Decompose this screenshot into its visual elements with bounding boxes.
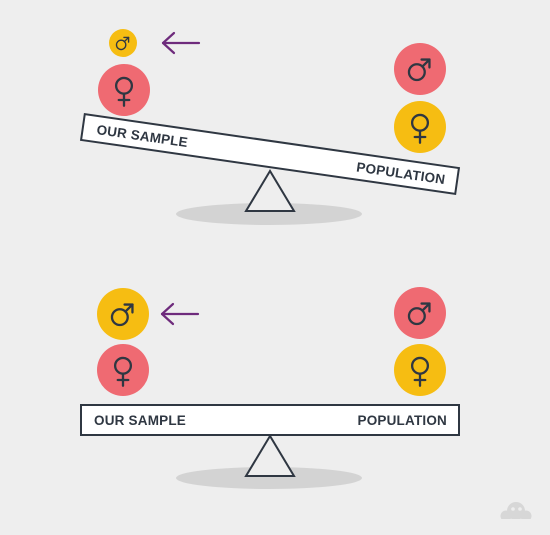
sample-male-token: [97, 288, 149, 340]
beam-label-our-sample: OUR SAMPLE: [94, 413, 186, 428]
arrow-left-icon: [160, 302, 200, 326]
sample-female-token: [97, 344, 149, 396]
tilted-beam: OUR SAMPLE POPULATION: [79, 113, 461, 195]
population-male-token: [394, 43, 446, 95]
fulcrum-triangle: [244, 434, 296, 477]
logo-icon: [500, 502, 532, 523]
beam-plank: [80, 404, 460, 436]
scale-shadow: [176, 203, 362, 225]
scale-balanced: OUR SAMPLE POPULATION: [80, 287, 460, 489]
population-male-token: [394, 287, 446, 339]
fulcrum-triangle: [244, 169, 296, 212]
population-female-token: [394, 344, 446, 396]
beam-label-population: POPULATION: [358, 413, 448, 428]
scale-shadow: [176, 467, 362, 489]
sample-female-token: [98, 64, 150, 116]
scale-unbalanced: OUR SAMPLE POPULATION: [79, 29, 461, 225]
beam-plank: [79, 113, 461, 195]
level-beam: OUR SAMPLE POPULATION: [80, 404, 460, 436]
sample-male-token-small: [109, 29, 137, 57]
population-female-token: [394, 101, 446, 153]
arrow-left-icon: [161, 31, 201, 55]
